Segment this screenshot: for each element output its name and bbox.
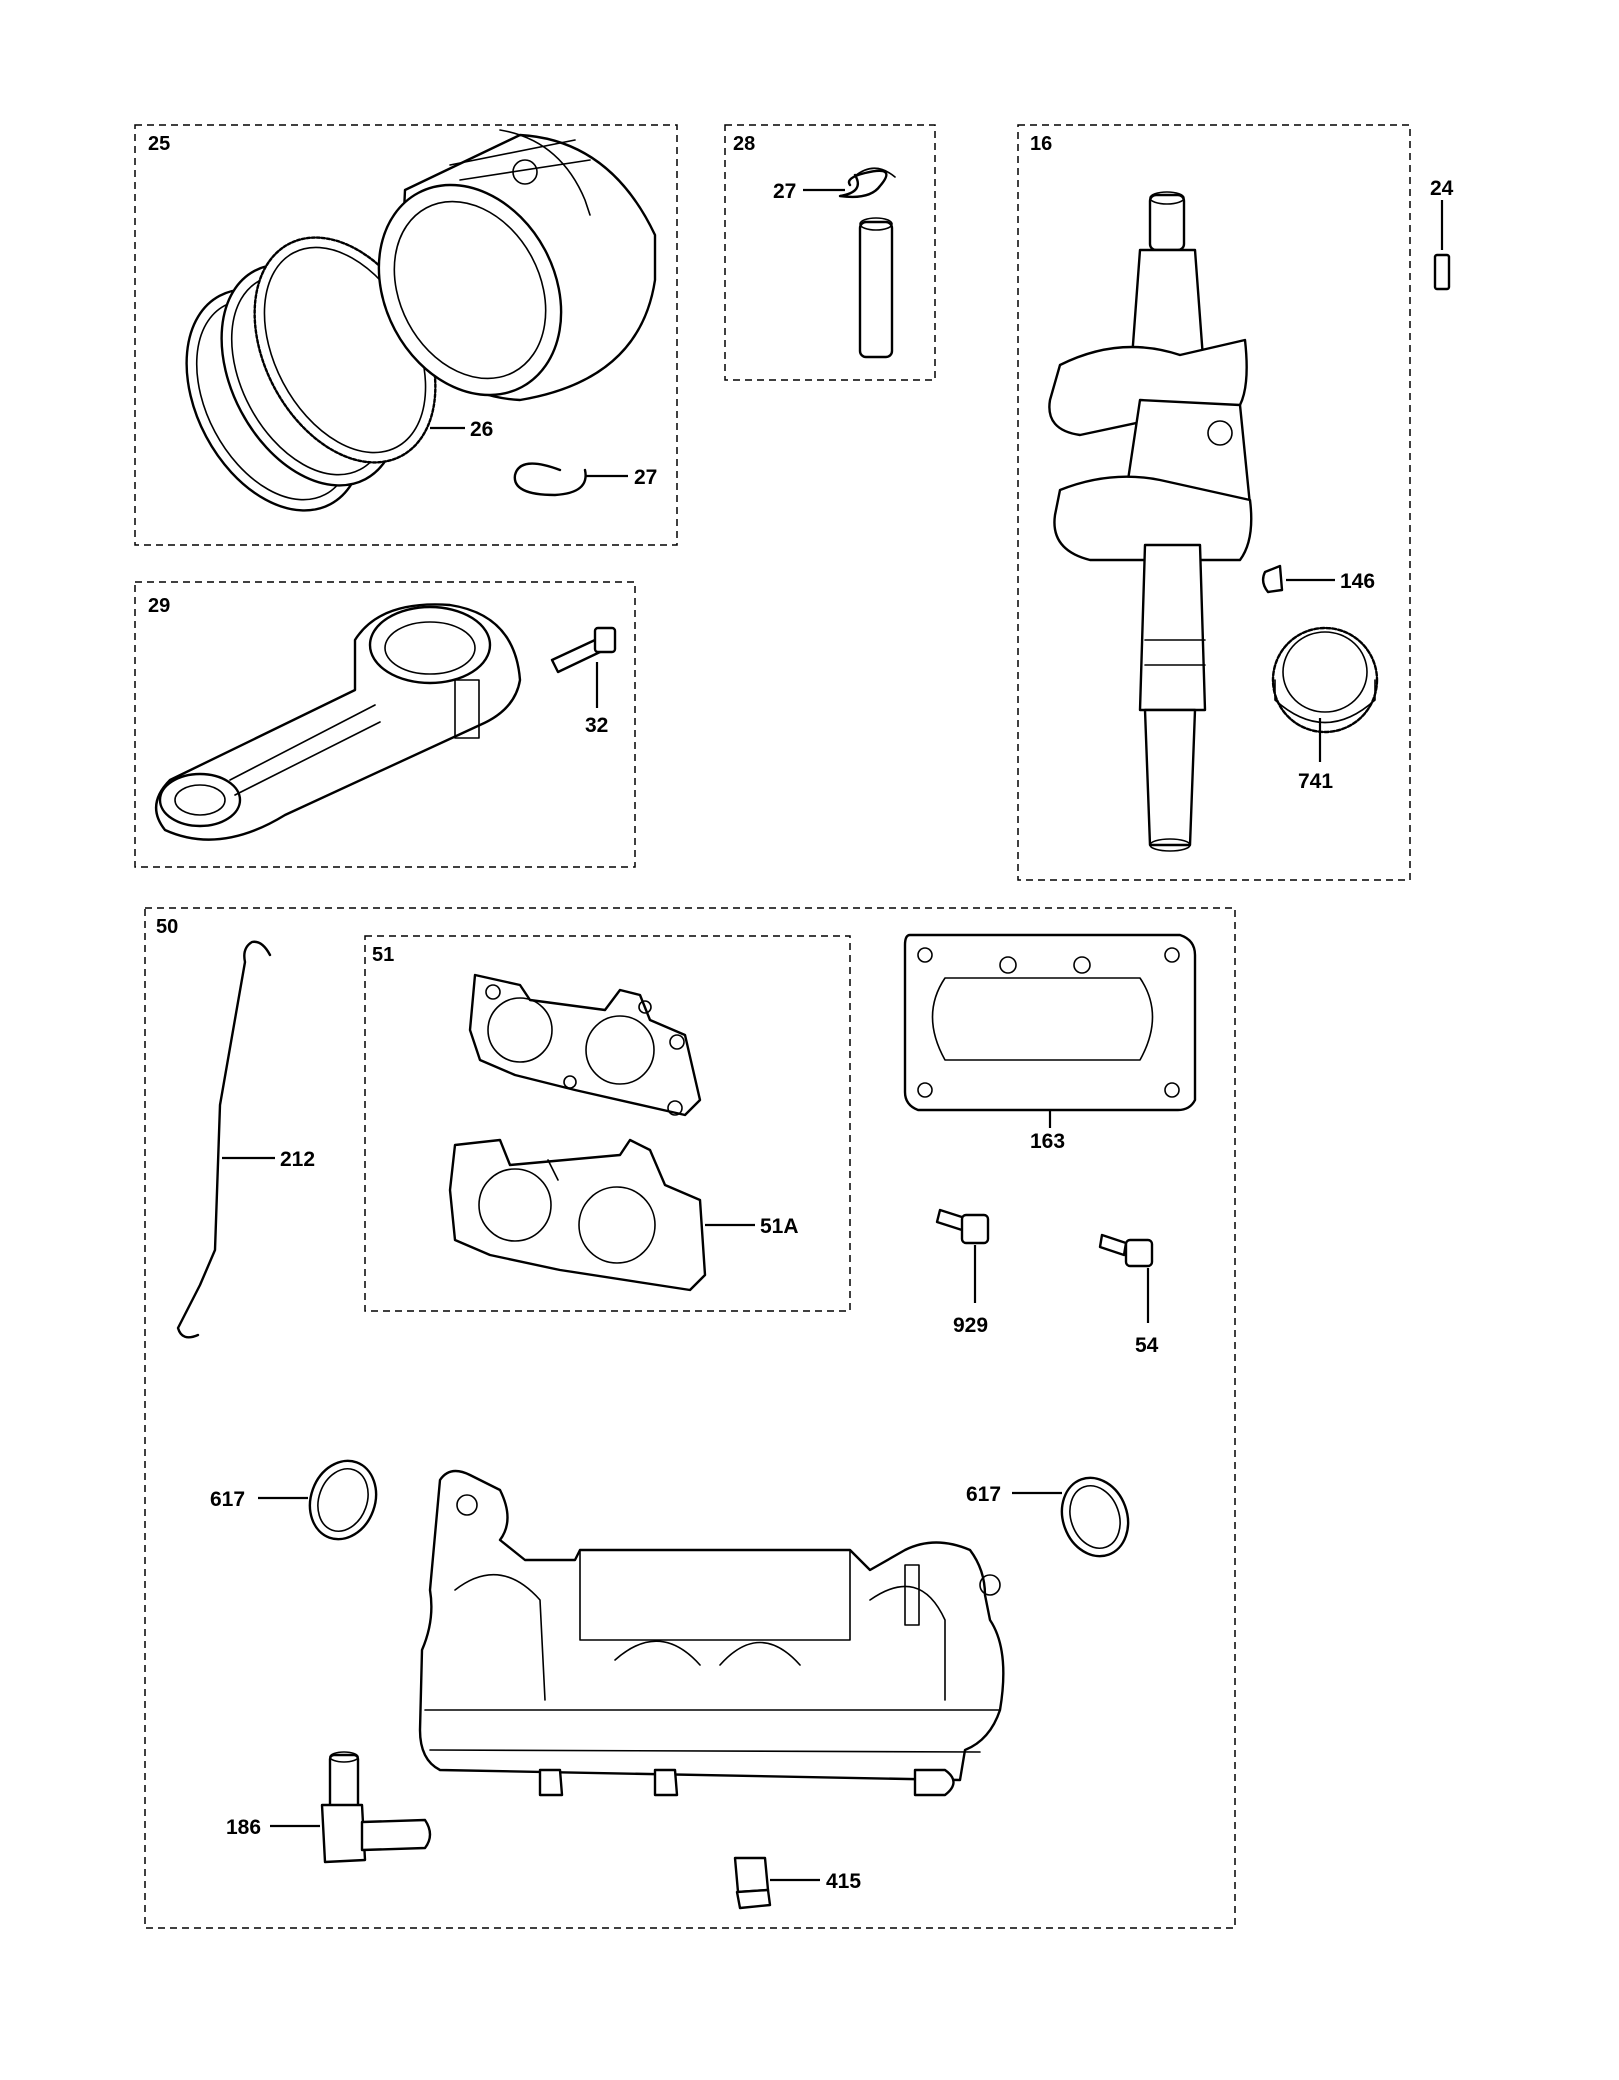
callout-617-left: 617: [210, 1488, 245, 1511]
piston-pin-clip-illustration: [513, 462, 587, 497]
callout-26: 26: [470, 418, 493, 441]
gasket-upper-illustration: [468, 973, 702, 1117]
crankshaft-illustration: [1048, 191, 1253, 852]
callout-415: 415: [826, 1870, 861, 1893]
group-29: 29: [134, 581, 636, 868]
group-25: 25: [134, 124, 678, 546]
callout-51A: 51A: [760, 1215, 799, 1238]
gasket-lower-illustration: [448, 1138, 707, 1292]
rod-bolt-illustration: [550, 626, 617, 674]
o-ring-right-illustration: [1060, 1476, 1130, 1558]
group-25-label: 25: [148, 133, 170, 155]
callout-163: 163: [1030, 1130, 1065, 1153]
group-28-label: 28: [733, 133, 755, 155]
screw-54-illustration: [1098, 1233, 1154, 1268]
connecting-rod-illustration: [155, 603, 522, 841]
callout-617-right: 617: [966, 1483, 1001, 1506]
group-29-label: 29: [148, 595, 170, 617]
callout-54: 54: [1135, 1334, 1159, 1357]
o-ring-left-illustration: [308, 1459, 378, 1541]
group-50: 50: [144, 907, 1236, 1929]
callout-186: 186: [226, 1816, 261, 1839]
clip-illustration: [838, 167, 896, 199]
woodruff-key-illustration: [1261, 564, 1284, 594]
piston-illustration: [377, 129, 657, 402]
callout-741: 741: [1298, 770, 1333, 793]
gasket-163-illustration: [903, 933, 1197, 1112]
group-51-label: 51: [372, 944, 394, 966]
group-16-label: 16: [1030, 133, 1052, 155]
plug-415-illustration: [733, 1856, 772, 1910]
link-rod-illustration: [176, 940, 272, 1339]
group-28: 28: [724, 124, 936, 381]
piston-pin-illustration: [858, 217, 894, 359]
callout-32: 32: [585, 714, 608, 737]
group-16: 16: [1017, 124, 1411, 881]
elbow-fitting-illustration: [320, 1751, 432, 1864]
callout-27-pin: 27: [773, 180, 796, 203]
screw-929-illustration: [935, 1208, 990, 1245]
callout-27-piston: 27: [634, 466, 657, 489]
group-51: 51: [364, 935, 851, 1312]
callout-24: 24: [1430, 177, 1454, 200]
callout-929: 929: [953, 1314, 988, 1337]
key-24-illustration: [1433, 253, 1451, 291]
callout-146: 146: [1340, 570, 1375, 593]
callout-212: 212: [280, 1148, 315, 1171]
crank-gear-illustration: [1271, 626, 1379, 734]
intake-manifold-illustration: [418, 1469, 1005, 1797]
group-50-label: 50: [156, 916, 178, 938]
